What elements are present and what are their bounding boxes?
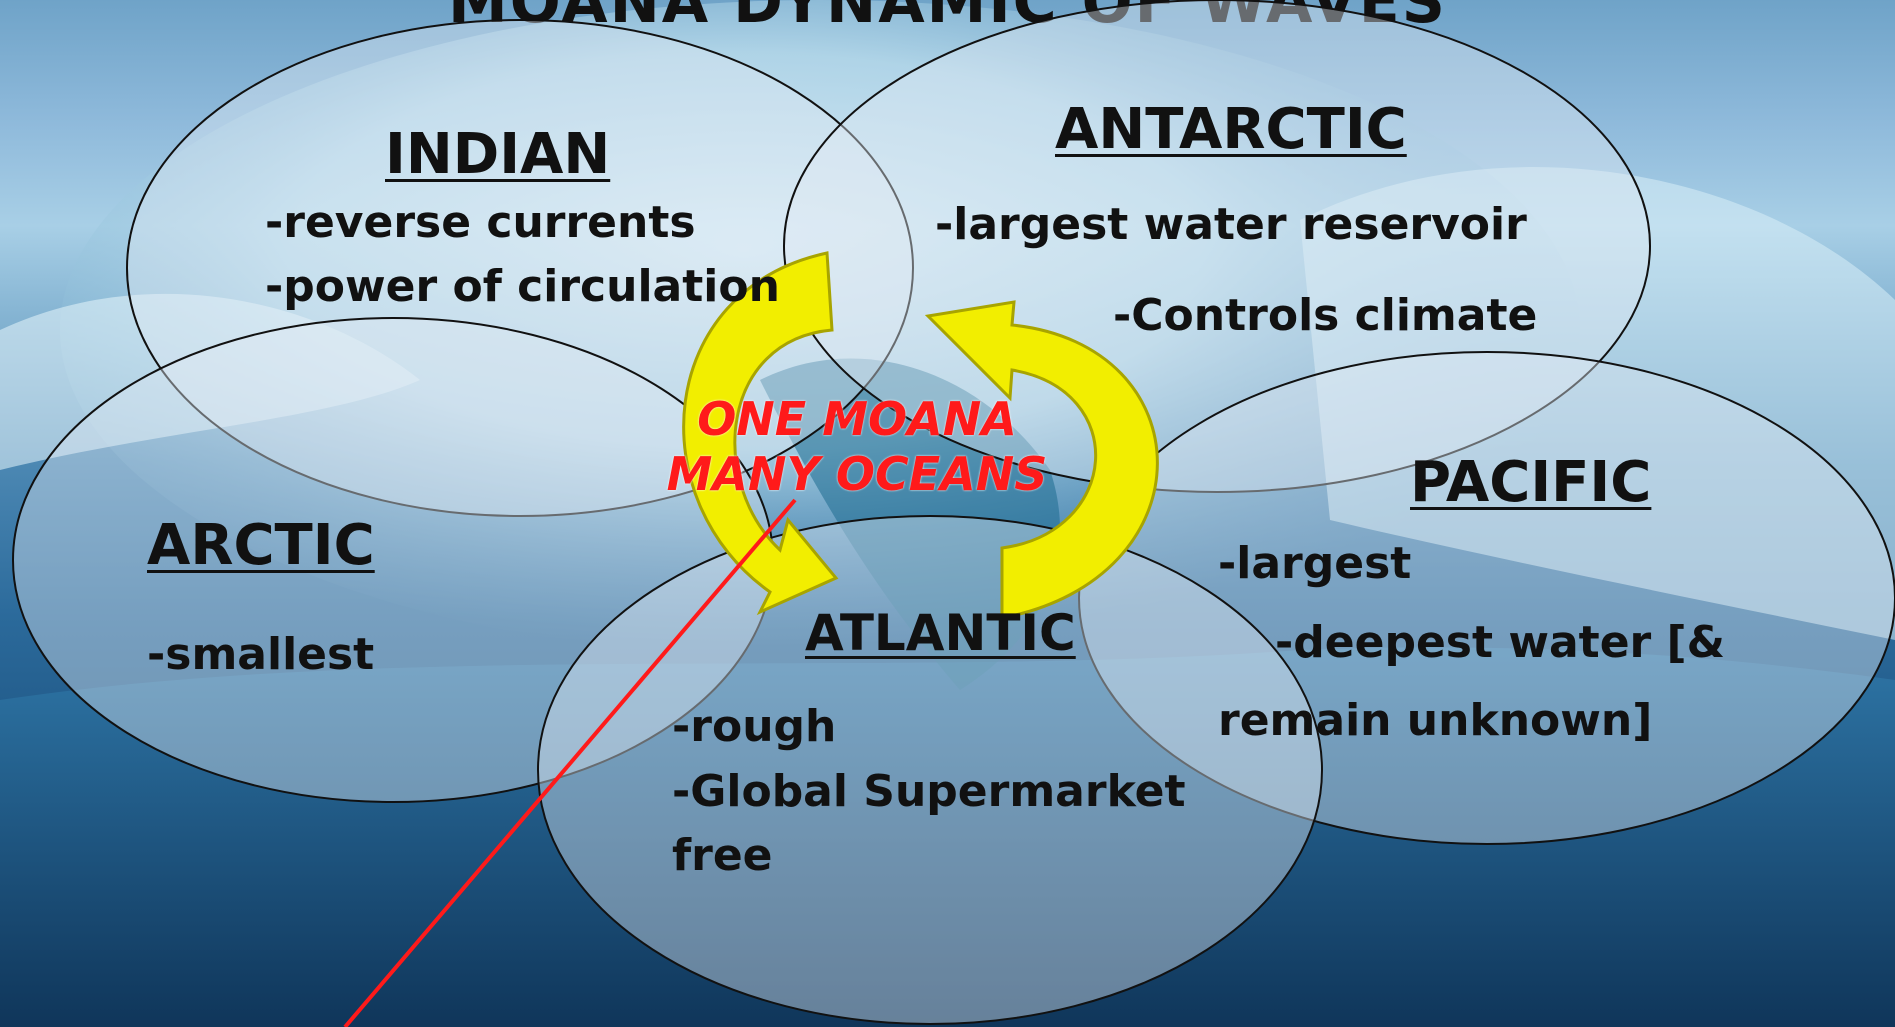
pacific-point-1: -largest <box>1218 538 1412 589</box>
antarctic-point-1: -largest water reservoir <box>935 199 1527 250</box>
atlantic-heading: ATLANTIC <box>805 604 1076 662</box>
pacific-heading: PACIFIC <box>1410 450 1652 515</box>
pacific-point-2: -deepest water [& <box>1275 617 1726 668</box>
pointer-line <box>343 498 797 1027</box>
arctic-point-1: -smallest <box>147 629 375 680</box>
center-label: ONE MOANA MANY OCEANS <box>642 392 1072 502</box>
center-label-line-2: MANY OCEANS <box>666 447 1048 502</box>
center-label-line-1: ONE MOANA <box>697 392 1017 446</box>
antarctic-heading: ANTARCTIC <box>1055 97 1407 162</box>
pacific-ellipse <box>1078 351 1895 845</box>
pacific-point-3: remain unknown] <box>1218 695 1653 746</box>
left-curved-arrow <box>682 251 839 616</box>
right-curved-arrow <box>924 300 1159 620</box>
atlantic-point-2: -Global Supermarket <box>672 766 1186 817</box>
atlantic-point-3: free <box>672 830 773 881</box>
indian-point-1: -reverse currents <box>265 197 696 248</box>
atlantic-ellipse <box>537 515 1323 1025</box>
atlantic-point-1: -rough <box>672 701 837 752</box>
indian-point-2: -power of circulation <box>265 261 780 312</box>
antarctic-point-2: -Controls climate <box>1113 290 1538 341</box>
indian-heading: INDIAN <box>385 122 611 187</box>
arctic-heading: ARCTIC <box>147 513 375 578</box>
